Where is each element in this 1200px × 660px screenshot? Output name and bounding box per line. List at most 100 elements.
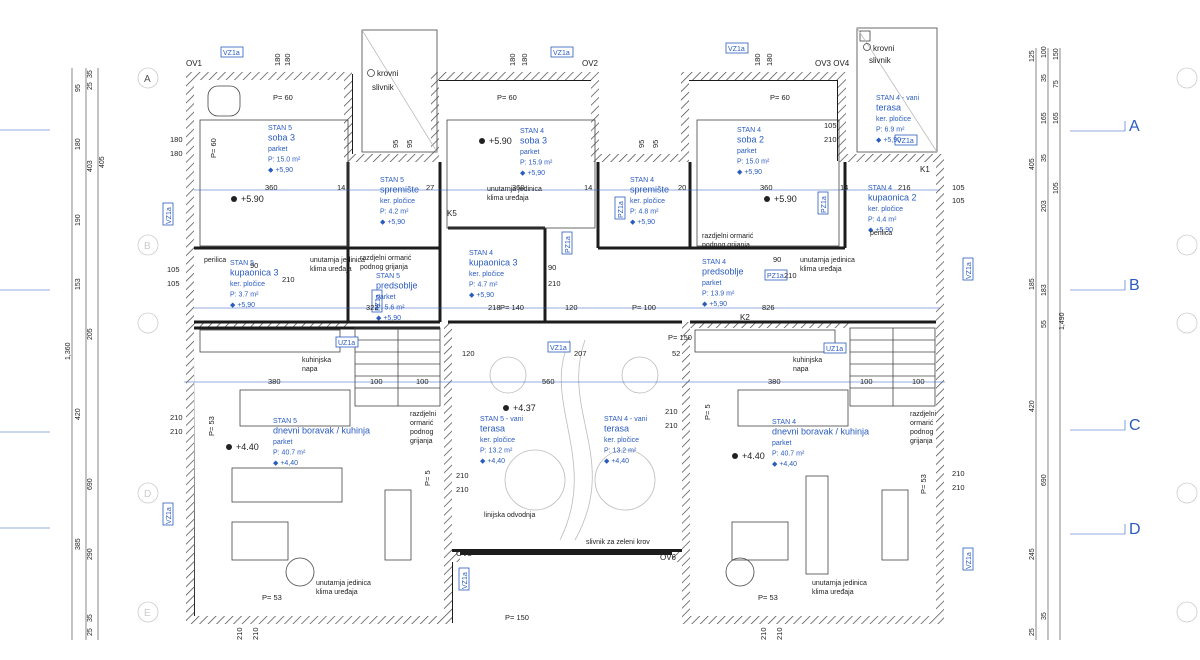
svg-text:216: 216 bbox=[898, 183, 911, 192]
svg-text:P= 60: P= 60 bbox=[209, 138, 218, 158]
svg-text:120: 120 bbox=[565, 303, 578, 312]
svg-text:322: 322 bbox=[366, 303, 379, 312]
svg-text:VZ1a: VZ1a bbox=[966, 262, 973, 279]
svg-text:P= 53: P= 53 bbox=[262, 593, 282, 602]
svg-text:P= 150: P= 150 bbox=[668, 333, 692, 342]
room-level: ◆ +5,90 bbox=[520, 170, 545, 177]
room-area: P: 13.2 m² bbox=[480, 448, 513, 455]
room-area: P: 4.7 m² bbox=[469, 282, 498, 289]
svg-text:90: 90 bbox=[250, 261, 258, 270]
room-floor: ker. pločice bbox=[469, 271, 504, 278]
svg-text:+4.37: +4.37 bbox=[513, 403, 536, 413]
room-area: P: 40.7 m² bbox=[273, 450, 306, 457]
svg-text:360: 360 bbox=[512, 183, 525, 192]
svg-text:100: 100 bbox=[416, 377, 429, 386]
room-floor: parket bbox=[520, 149, 540, 156]
svg-text:690: 690 bbox=[87, 478, 94, 490]
room-level: ◆ +4,40 bbox=[480, 458, 505, 465]
svg-text:kuhinjska: kuhinjska bbox=[302, 357, 331, 364]
room-area: P: 4.4 m² bbox=[868, 217, 897, 224]
svg-text:kuhinjska: kuhinjska bbox=[793, 357, 822, 364]
room-stan: STAN 4 bbox=[772, 419, 796, 426]
svg-text:35: 35 bbox=[1041, 74, 1048, 82]
svg-text:B: B bbox=[144, 241, 151, 252]
room-area: P: 13.2 m² bbox=[604, 448, 637, 455]
svg-text:210: 210 bbox=[456, 485, 469, 494]
svg-text:690: 690 bbox=[1041, 474, 1048, 486]
svg-text:210: 210 bbox=[235, 627, 244, 640]
svg-text:OV5: OV5 bbox=[456, 549, 473, 558]
svg-text:UZ1a: UZ1a bbox=[338, 340, 355, 347]
svg-text:55: 55 bbox=[1041, 320, 1048, 328]
svg-text:52: 52 bbox=[672, 349, 680, 358]
svg-text:35: 35 bbox=[87, 614, 94, 622]
room-level: ◆ +4,40 bbox=[273, 460, 298, 467]
svg-text:100: 100 bbox=[1041, 46, 1048, 58]
svg-text:K5: K5 bbox=[447, 209, 457, 218]
svg-text:OV2: OV2 bbox=[582, 59, 599, 68]
svg-text:slivnik: slivnik bbox=[869, 56, 892, 65]
room-floor: ker. pločice bbox=[604, 437, 639, 444]
room-stan: STAN 4 bbox=[469, 250, 493, 257]
svg-text:826: 826 bbox=[762, 303, 775, 312]
svg-text:+4.40: +4.40 bbox=[742, 451, 765, 461]
room-stan: STAN 4 bbox=[630, 177, 654, 184]
svg-text:VZ1a: VZ1a bbox=[728, 46, 745, 53]
svg-text:35: 35 bbox=[1041, 154, 1048, 162]
svg-text:190: 190 bbox=[75, 214, 82, 226]
room-area: P: 3.7 m² bbox=[230, 292, 259, 299]
room-floor: parket bbox=[376, 294, 396, 301]
room-level: ◆ +5,90 bbox=[630, 219, 655, 226]
svg-text:210: 210 bbox=[759, 627, 768, 640]
svg-text:35: 35 bbox=[87, 70, 94, 78]
svg-text:slivnik za zeleni krov: slivnik za zeleni krov bbox=[586, 539, 650, 546]
svg-text:25: 25 bbox=[1029, 628, 1036, 636]
svg-text:K1: K1 bbox=[920, 165, 930, 174]
svg-text:D: D bbox=[144, 489, 151, 500]
svg-text:unutarnja jedinica: unutarnja jedinica bbox=[310, 257, 365, 264]
room-name: terasa bbox=[480, 424, 505, 434]
svg-text:ormarić: ormarić bbox=[410, 420, 434, 427]
room-level: ◆ +5,90 bbox=[469, 292, 494, 299]
svg-text:405: 405 bbox=[1029, 158, 1036, 170]
opening-labels: OV1 OV2 OV3 OV4 OV5 OV6 K5 K1 K2 bbox=[186, 59, 930, 562]
svg-text:podnog grijanja: podnog grijanja bbox=[360, 264, 408, 271]
svg-text:OV1: OV1 bbox=[186, 59, 203, 68]
room-level: ◆ +5,90 bbox=[380, 219, 405, 226]
room-level: ◆ +4,40 bbox=[604, 458, 629, 465]
room-name: soba 2 bbox=[737, 135, 764, 145]
svg-text:A: A bbox=[144, 74, 151, 85]
svg-text:krovni: krovni bbox=[377, 69, 399, 78]
svg-text:P= 150: P= 150 bbox=[505, 613, 529, 622]
svg-text:P= 53: P= 53 bbox=[758, 593, 778, 602]
room-area: P: 15.9 m² bbox=[520, 160, 553, 167]
room-stan: STAN 4 - vani bbox=[604, 416, 647, 423]
axis-label-b: B bbox=[1129, 277, 1140, 294]
svg-text:PZ1a: PZ1a bbox=[821, 196, 828, 213]
svg-text:PZ1a: PZ1a bbox=[767, 273, 784, 280]
room-area: P: 40.7 m² bbox=[772, 451, 805, 458]
svg-text:210: 210 bbox=[251, 627, 260, 640]
svg-text:25: 25 bbox=[87, 628, 94, 636]
svg-text:PZ1a: PZ1a bbox=[375, 294, 382, 311]
svg-text:krovni: krovni bbox=[873, 44, 895, 53]
svg-text:podnog: podnog bbox=[410, 429, 433, 436]
room-name: soba 3 bbox=[268, 133, 295, 143]
room-stan: STAN 4 bbox=[520, 128, 544, 135]
dimension-lines bbox=[184, 189, 945, 383]
svg-text:105: 105 bbox=[1053, 182, 1060, 194]
svg-text:unutarnja jedinica: unutarnja jedinica bbox=[316, 580, 371, 587]
svg-text:P= 5: P= 5 bbox=[423, 470, 432, 486]
room-floor: parket bbox=[268, 146, 288, 153]
svg-text:27: 27 bbox=[426, 183, 434, 192]
room-stan: STAN 4 - vani bbox=[876, 95, 919, 102]
svg-text:405: 405 bbox=[99, 156, 106, 168]
svg-text:25: 25 bbox=[87, 82, 94, 90]
